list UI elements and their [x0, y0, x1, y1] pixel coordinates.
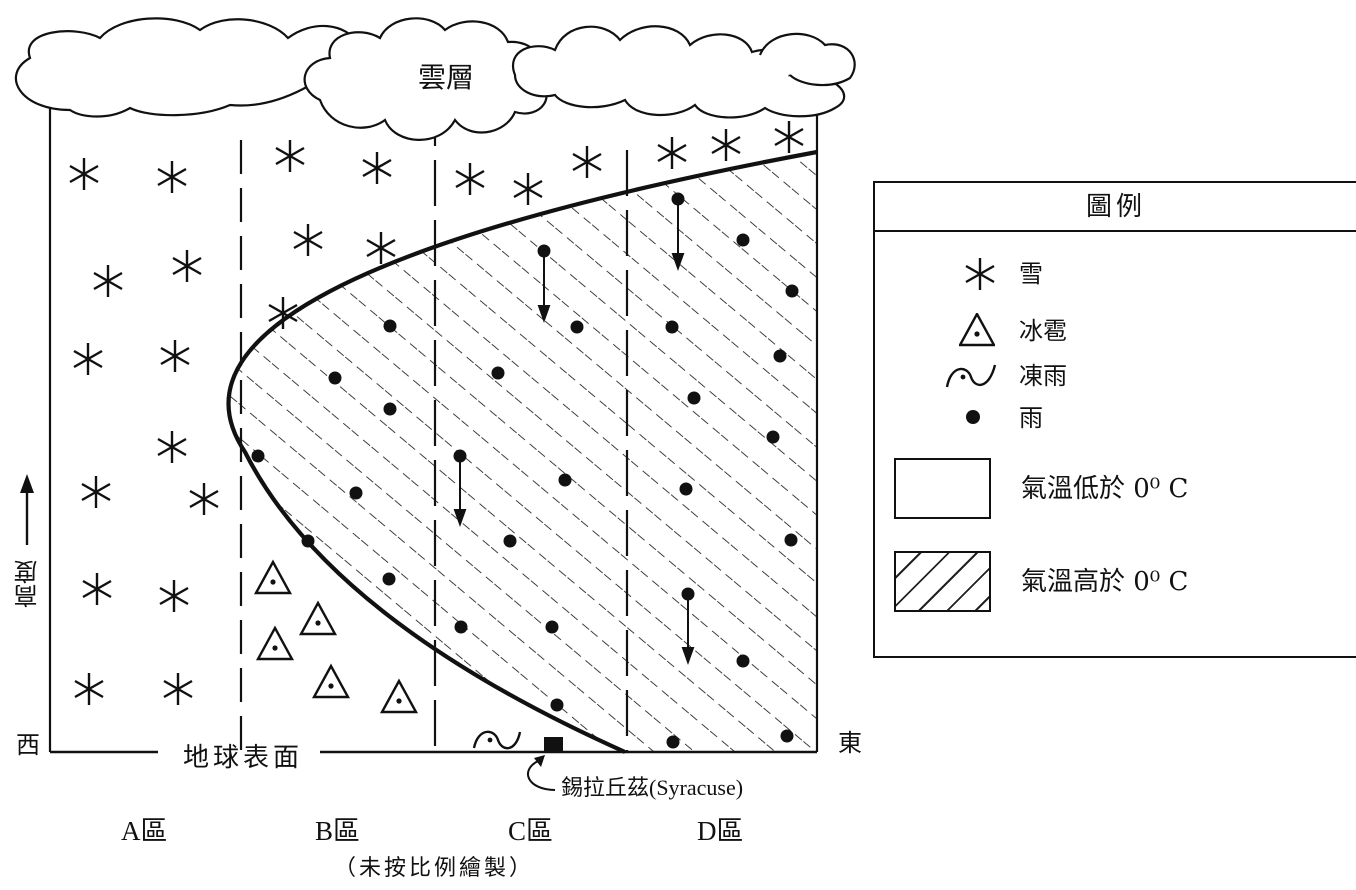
snow-icon: [656, 135, 688, 171]
zone-c-label: C區: [508, 816, 554, 846]
not-to-scale-note: （未按比例繪製）: [334, 856, 535, 881]
snow-icon: [68, 156, 100, 192]
rain-icon: [681, 587, 695, 601]
snow-icon: [292, 222, 324, 258]
legend-freezing-rain-label: 凍雨: [1019, 362, 1067, 390]
rain-icon: [383, 319, 397, 333]
rain-icon: [503, 534, 517, 548]
hail-icon: [312, 664, 350, 699]
hail-icon: [256, 626, 294, 661]
rain-icon: [785, 284, 799, 298]
rain-icon: [251, 449, 265, 463]
above-zero-label: 氣溫高於 0⁰ C: [1021, 567, 1189, 597]
syracuse-label: 錫拉丘茲(Syracuse): [561, 775, 744, 800]
above-zero-swatch: [894, 551, 991, 612]
below-zero-label: 氣溫低於 0⁰ C: [1021, 474, 1189, 504]
snow-icon: [80, 474, 112, 510]
syracuse-pointer: [527, 759, 556, 791]
rain-icon: [454, 620, 468, 634]
hail-triangle-icon: [959, 313, 995, 347]
rain-icon: [301, 534, 315, 548]
legend-snow-label: 雪: [1019, 260, 1043, 288]
cloud-layer-label: 雲層: [418, 61, 475, 94]
height-arrow-head: [20, 474, 34, 493]
earth-surface-label: 地球表面: [183, 743, 304, 773]
rain-icon: [382, 572, 396, 586]
legend-hail-label: 冰雹: [1019, 317, 1067, 345]
zone-d-label: D區: [697, 816, 744, 846]
rain-icon: [453, 449, 467, 463]
hail-icon: [254, 560, 292, 595]
snow-zone-a: [68, 156, 220, 707]
snow-icon: [454, 161, 486, 197]
legend-box: 圖例 雪 冰雹 凍雨 雨 氣溫低於 0⁰ C 氣溫高於 0⁰ C: [873, 181, 1356, 658]
freezing-level-curve: [226, 149, 818, 754]
rain-icon: [780, 729, 794, 743]
rain-icon: [736, 654, 750, 668]
snow-icon: [158, 578, 190, 614]
hail-icon: [380, 679, 418, 714]
snow-icon: [274, 138, 306, 174]
rain-icon: [328, 371, 342, 385]
rain-icon: [687, 391, 701, 405]
legend-rain-label: 雨: [1019, 404, 1043, 432]
rain-icon: [679, 482, 693, 496]
snow-icon: [156, 429, 188, 465]
syracuse-pointer-head: [534, 755, 545, 767]
east-label: 東: [838, 729, 862, 757]
snow-icon: [92, 263, 124, 299]
rain-icon: [545, 620, 559, 634]
snow-icon: [162, 671, 194, 707]
rain-icon: [558, 473, 572, 487]
rain-icon: [570, 320, 584, 334]
rain-dot-icon: [966, 410, 980, 424]
rain-icon: [537, 244, 551, 258]
snow-icon: [361, 150, 393, 186]
snow-icon: [171, 248, 203, 284]
hail-icon: [299, 601, 337, 636]
snow-icon: [73, 671, 105, 707]
west-label: 西: [16, 731, 40, 759]
rain-drops: [251, 192, 799, 749]
rain-icon: [666, 735, 680, 749]
snow-asterisk-icon: [964, 257, 996, 291]
zone-a-label: A區: [121, 816, 168, 846]
snow-icon: [188, 481, 220, 517]
rain-icon: [491, 366, 505, 380]
snow-icon: [159, 338, 191, 374]
zone-b-label: B區: [315, 816, 361, 846]
freezing-rain-wave-icon: [945, 364, 997, 388]
rain-icon: [766, 430, 780, 444]
rain-icon: [736, 233, 750, 247]
snow-icon: [365, 230, 397, 266]
rain-icon: [550, 698, 564, 712]
cloud-layer: [14, 17, 856, 141]
syracuse-marker: [544, 737, 563, 753]
freezing-rain-icon: [472, 730, 522, 750]
rain-icon: [665, 320, 679, 334]
rain-icon: [671, 192, 685, 206]
rain-icon: [383, 402, 397, 416]
legend-title: 圖例: [875, 183, 1356, 232]
snow-icon: [512, 171, 544, 207]
snow-icon: [571, 144, 603, 180]
snow-icon: [710, 127, 742, 163]
below-zero-swatch: [894, 458, 991, 519]
falling-arrows: [453, 205, 695, 665]
snow-icon: [773, 119, 805, 155]
snow-icon: [81, 571, 113, 607]
snow-icon: [72, 341, 104, 377]
snow-icon: [156, 159, 188, 195]
height-axis-label: 高度: [14, 560, 42, 608]
rain-icon: [773, 349, 787, 363]
rain-icon: [349, 486, 363, 500]
rain-icon: [784, 533, 798, 547]
